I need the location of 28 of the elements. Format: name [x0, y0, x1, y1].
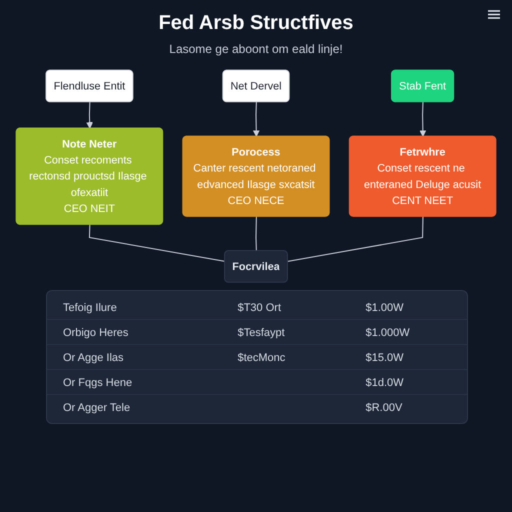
amount-text: $R.00V [366, 402, 402, 414]
amount-text: $1d.0W [366, 377, 404, 390]
table-header-box: Focrvilea [224, 250, 288, 283]
process-card: Note Neter Conset recoments rectonsd prouctsd Ilasge ofexatiit CEO NEIT [16, 128, 164, 225]
price-text: $Tesfaypt [238, 327, 285, 340]
row-label: Or Agger Tele [63, 402, 130, 414]
arrow [252, 102, 260, 137]
amount-text: $1.000W [366, 327, 410, 340]
arrow [86, 102, 94, 129]
price-text: $tecMonc [238, 352, 286, 364]
diagram-title: Fed Arsb Structfives [158, 12, 354, 35]
entity-box: Flendluse Entit [46, 70, 134, 102]
price-text: $T30 Ort [238, 302, 281, 314]
subtitle: Lasome ge aboont om eald linje! [168, 42, 344, 56]
row-label: Orbigo Heres [63, 327, 128, 340]
row-label: Or Fqgs Hene [63, 377, 132, 390]
entity-box: Net Dervel [222, 70, 290, 102]
row-label: Tefoig Ilure [63, 302, 117, 314]
connector-line [256, 216, 257, 252]
row-label: Or Agge Ilas [63, 352, 124, 364]
arrow [419, 102, 426, 137]
connector-line [88, 224, 226, 262]
amount-text: $1.00W [366, 302, 404, 314]
amount-text: $15.0W [366, 352, 404, 364]
entity-box: Stab Fent [391, 70, 454, 102]
process-card: Porocess Canter rescent netoraned edvanced Ilasge sxcatsit CEO NECE [182, 136, 330, 217]
connector-line [288, 216, 424, 262]
process-card: Fetrwhre Conset rescent ne enteraned Deluge acusit CENT NEET [348, 136, 496, 217]
